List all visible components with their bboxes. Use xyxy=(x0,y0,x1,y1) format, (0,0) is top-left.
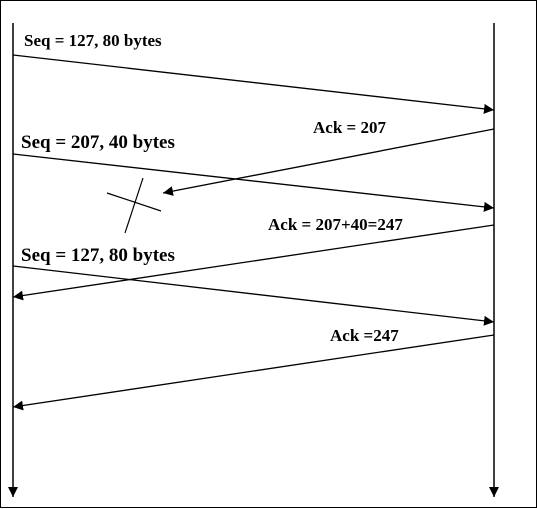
message-arrow-ack-247-second xyxy=(12,334,495,411)
message-label-ack-207: Ack = 207 xyxy=(313,118,386,137)
message-label-ack-247-second: Ack =247 xyxy=(330,326,399,345)
message-label-seq-127-retransmit: Seq = 127, 80 bytes xyxy=(21,245,175,266)
loss-marker-icon xyxy=(106,177,162,234)
message-label-seq-127: Seq = 127, 80 bytes xyxy=(24,31,162,50)
message-label-ack-247: Ack = 207+40=247 xyxy=(268,215,403,234)
message-label-seq-207: Seq = 207, 40 bytes xyxy=(21,132,175,153)
message-arrow-ack-247 xyxy=(12,224,495,301)
message-arrow-ack-207-lost xyxy=(162,128,495,197)
message-arrow-seq-207 xyxy=(12,153,495,212)
message-arrow-seq-127 xyxy=(12,54,495,114)
message-arrow-seq-127-retransmit xyxy=(12,265,495,326)
